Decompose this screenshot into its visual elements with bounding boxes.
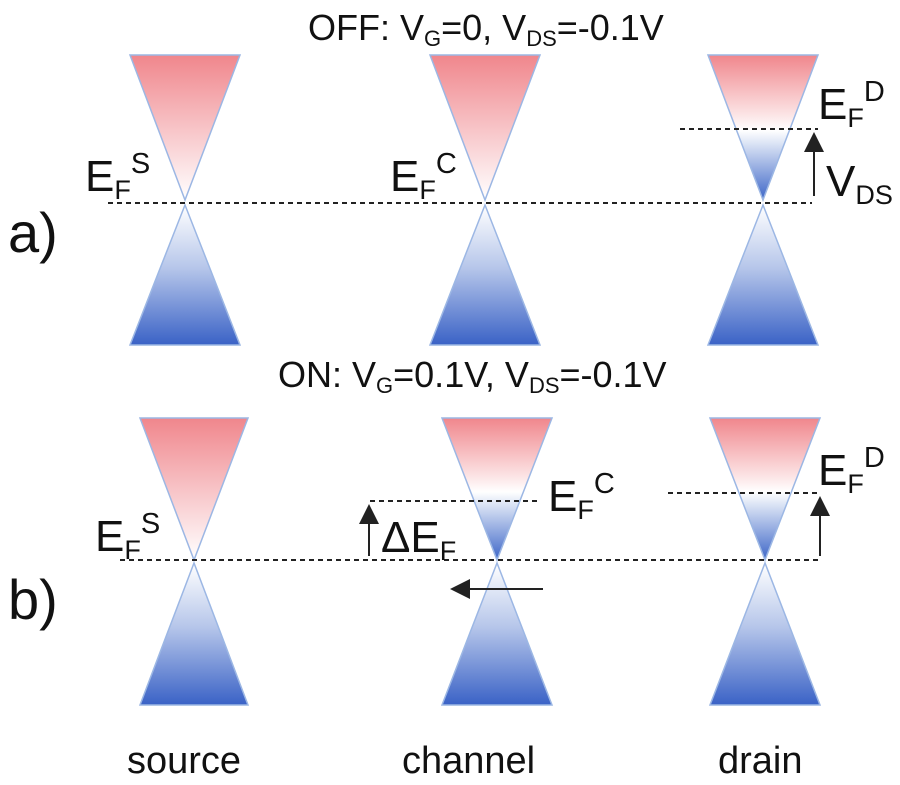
ef-channel-a-sub: F [419,175,436,205]
ef-channel-a-base: E [390,152,420,201]
panel-a-title-g-sub: G [424,26,442,51]
ef-drain-a-sub: F [847,103,864,133]
vds-a-sub: DS [855,180,893,210]
panel-a-title-ds-sub: DS [526,26,557,51]
panel-b-title-ds-sub: DS [528,373,560,398]
panel-a-title-prefix: OFF: V [308,7,424,48]
ef-source-a-sub: F [114,175,131,205]
drain-valence-cone-a [706,202,820,346]
drain-conduction-cone-a [706,54,820,203]
delta-ef-b-sub: F [439,536,457,566]
ef-drain-b-sup: D [863,442,885,474]
panel-a-title: OFF: VG=0, VDS=-0.1V [308,10,664,50]
source-valence-cone-a [128,202,242,346]
delta-ef-label-b: ΔEF [381,516,456,565]
ef-drain-b-base: E [818,446,848,495]
vds-label-a: VDS [826,160,893,209]
ef-source-label-a: EFS [85,150,150,204]
drain-valence-cone-b [708,560,822,706]
drain-conduction-cone-b [708,417,822,563]
source-valence-cone-b [138,560,250,706]
ef-drain-a-sup: D [863,76,885,108]
ef-channel-b-sub: F [577,495,594,525]
channel-conduction-cone-b [440,417,554,563]
ef-source-label-b: EFS [95,510,160,564]
panel-b-title-g-sub: G [376,373,394,398]
ef-source-a-base: E [85,152,115,201]
vds-a-base: V [826,157,856,206]
ef-source-a-sup: S [130,148,151,180]
channel-valence-cone-b [440,560,554,706]
panel-b-title-prefix: ON: V [278,354,377,395]
ef-drain-label-a: EFD [818,78,885,132]
ef-drain-b-sub: F [847,469,864,499]
column-label-drain: drain [718,740,803,782]
ef-channel-b-sup: C [593,468,615,500]
ef-channel-label-a: EFC [390,150,457,204]
panel-a-label: a) [8,201,58,264]
panel-b-title-suffix: =-0.1V [559,354,667,395]
column-label-channel: channel [402,740,536,782]
ef-source-b-sup: S [140,508,161,540]
ef-source-b-sub: F [124,535,141,565]
ef-drain-label-b: EFD [818,444,885,498]
ef-channel-label-b: EFC [548,470,615,524]
ef-channel-b-base: E [548,472,578,521]
source-conduction-cone-b [138,417,250,563]
source-conduction-cone-a [128,54,242,203]
panel-b-title-mid: =0.1V, V [393,354,529,395]
panel-b-title: ON: VG=0.1V, VDS=-0.1V [278,357,667,397]
ef-channel-a-sup: C [435,148,457,180]
panel-a-title-suffix: =-0.1V [556,7,664,48]
channel-conduction-cone-a [428,54,542,203]
panel-a-title-mid: =0, V [441,7,527,48]
ef-source-b-base: E [95,512,125,561]
delta-ef-b-base: ΔE [381,513,440,562]
panel-b-label: b) [8,568,58,631]
panel-b-cones [138,417,822,706]
ef-drain-a-base: E [818,80,848,129]
channel-valence-cone-a [428,202,542,346]
panel-a-cones [128,54,820,346]
column-label-source: source [127,740,242,782]
